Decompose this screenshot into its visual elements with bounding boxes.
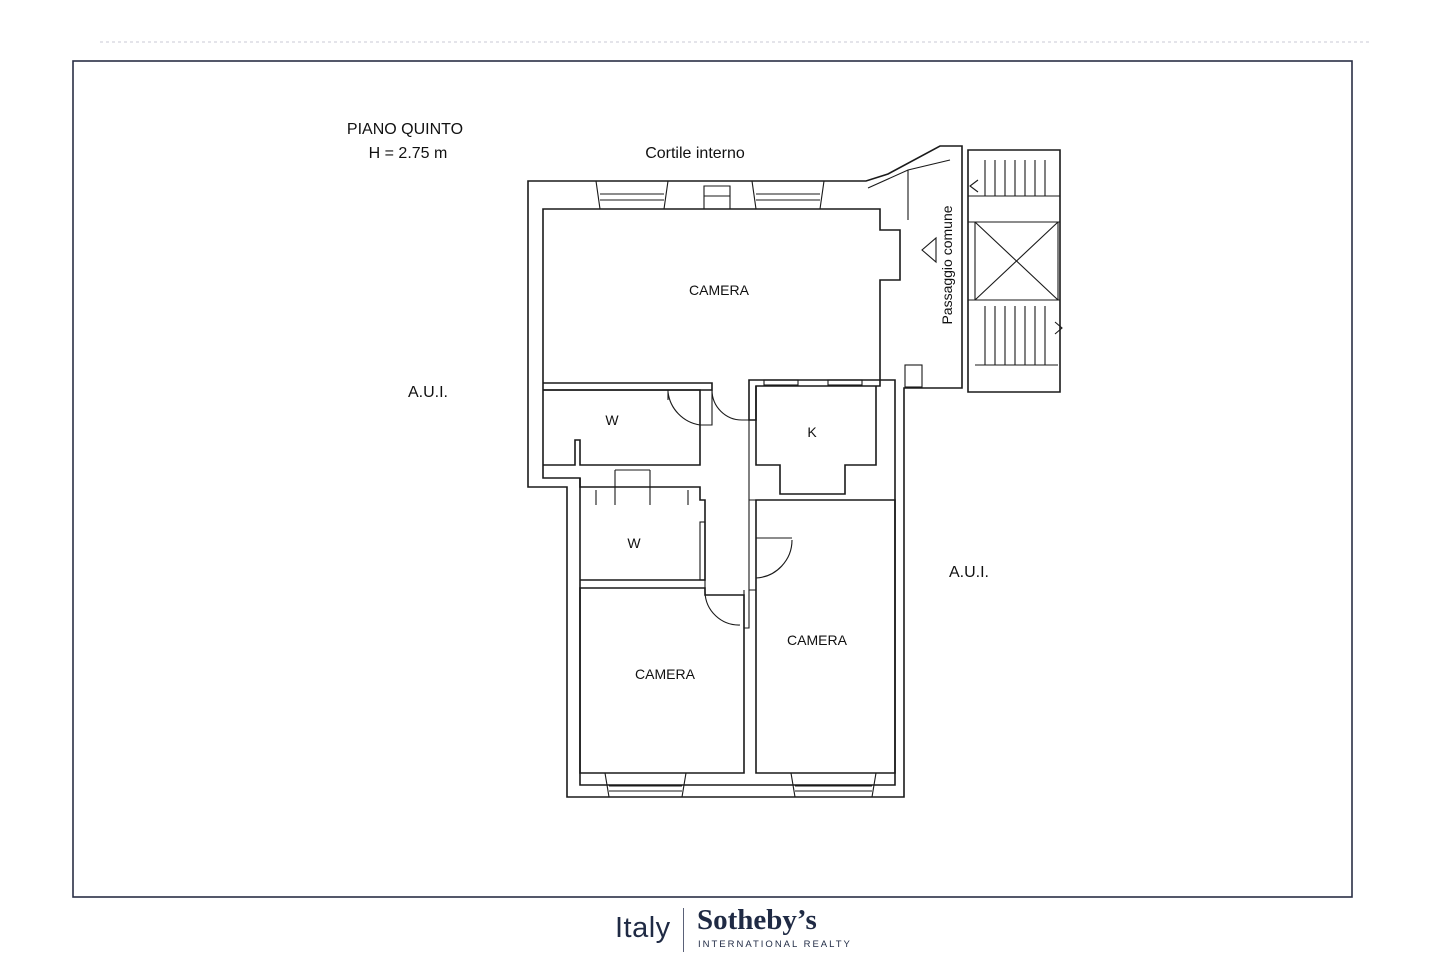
neighbor-label-left: A.U.I. (408, 384, 448, 401)
room-label-bedroom-right: CAMERA (787, 632, 848, 648)
apartment-walls (527, 145, 963, 798)
footer-divider (683, 908, 684, 952)
room-label-bedroom-bottom: CAMERA (635, 666, 696, 682)
staircase (921, 149, 1063, 393)
bedroom-right-walls (743, 499, 896, 774)
bedroom-bottom-walls (579, 587, 745, 774)
brand-subtitle: INTERNATIONAL REALTY (698, 939, 852, 950)
room-label-bathroom-2: W (627, 535, 641, 551)
courtyard-label: Cortile interno (645, 145, 745, 162)
footer-country: Italy (615, 912, 671, 944)
kitchen-walls (748, 386, 877, 500)
drawing-frame (72, 60, 1353, 898)
ceiling-height: H = 2.75 m (369, 145, 448, 162)
windows-top (595, 180, 825, 210)
neighbor-label-right: A.U.I. (949, 564, 989, 581)
kitchen-sliding-doors (763, 379, 863, 386)
bathroom-2-walls (579, 469, 706, 592)
room-label-bedroom-top: CAMERA (689, 282, 750, 298)
brand-logo: Sotheby’s (697, 904, 817, 936)
footer-branding: Italy Sotheby’s INTERNATIONAL REALTY (0, 902, 1440, 960)
floor-title: PIANO QUINTO (347, 121, 463, 138)
windows-bottom (604, 772, 877, 798)
common-passage-label: Passaggio comune (939, 205, 955, 324)
room-label-kitchen: K (807, 424, 817, 440)
bathroom-1-walls (543, 389, 749, 466)
room-label-bathroom-1: W (605, 412, 619, 428)
